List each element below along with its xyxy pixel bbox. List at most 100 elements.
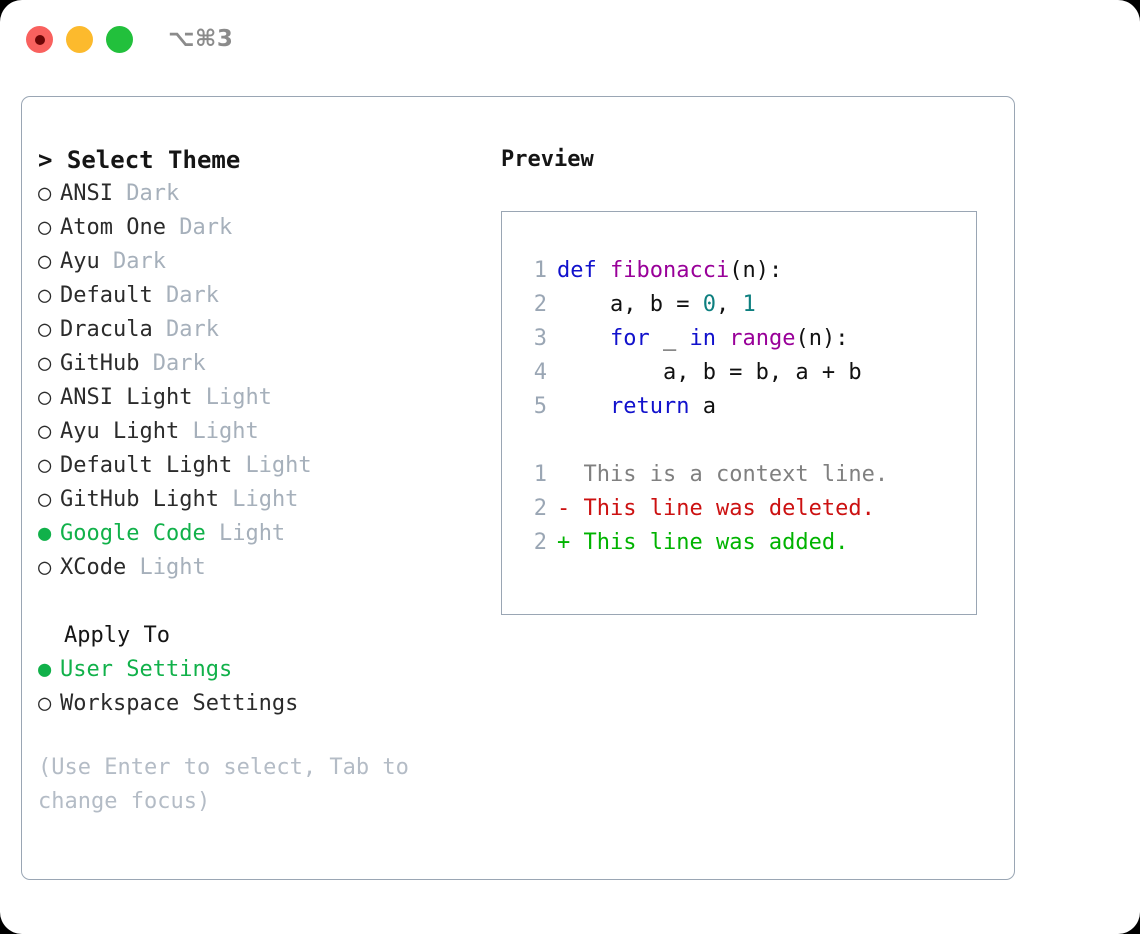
theme-option[interactable]: ○ XCode Light bbox=[38, 551, 478, 585]
theme-picker-column: > Select Theme ○ANSI Dark○Atom One Dark○… bbox=[38, 143, 478, 819]
code-token: range bbox=[729, 326, 796, 351]
code-token: _ bbox=[649, 326, 690, 351]
apply-to-option[interactable]: ●User Settings bbox=[38, 653, 478, 687]
code-token: a, b = bbox=[557, 292, 703, 317]
theme-option[interactable]: ○Default Light Light bbox=[38, 449, 478, 483]
theme-option-name: Atom One bbox=[60, 215, 166, 240]
theme-option-name: Ayu Light bbox=[60, 419, 180, 444]
theme-option-name: XCode bbox=[60, 555, 127, 580]
theme-option-kind: Light bbox=[139, 555, 206, 580]
main-panel: > Select Theme ○ANSI Dark○Atom One Dark○… bbox=[21, 96, 1015, 880]
theme-option-kind: Light bbox=[192, 419, 259, 444]
theme-option[interactable]: ○Atom One Dark bbox=[38, 211, 478, 245]
radio-selected-icon: ● bbox=[38, 521, 52, 546]
diff-marker: + bbox=[557, 530, 584, 555]
keyboard-shortcut-label: ⌥⌘3 bbox=[168, 26, 234, 52]
code-token: (n): bbox=[729, 258, 783, 283]
apply-to-header: Apply To bbox=[64, 623, 170, 648]
select-theme-header: > Select Theme bbox=[38, 146, 241, 174]
theme-option-name: Default Light bbox=[60, 453, 233, 478]
diff-text: This is a context line. bbox=[583, 462, 889, 487]
code-token: 1 bbox=[742, 292, 756, 317]
line-number: 1 bbox=[533, 462, 547, 487]
spacer bbox=[166, 215, 179, 240]
spacer bbox=[179, 419, 192, 444]
spacer bbox=[126, 555, 139, 580]
code-line: 5 return a bbox=[521, 390, 888, 424]
apply-to-option[interactable]: ○ Workspace Settings bbox=[38, 687, 478, 721]
diff-marker: - bbox=[557, 496, 584, 521]
spacer bbox=[153, 317, 166, 342]
theme-option-kind: Light bbox=[205, 385, 272, 410]
theme-option-name: ANSI Light bbox=[60, 385, 193, 410]
radio-unselected-icon: ○ bbox=[38, 215, 52, 240]
theme-option-name: GitHub bbox=[60, 351, 140, 376]
theme-list: ○ANSI Dark○Atom One Dark○Ayu Dark○Defaul… bbox=[38, 177, 478, 585]
spacer bbox=[113, 181, 126, 206]
code-token: return bbox=[609, 394, 690, 419]
theme-option[interactable]: ○ Ayu Light Light bbox=[38, 415, 478, 449]
theme-option-kind: Dark bbox=[165, 317, 219, 342]
minimize-button[interactable] bbox=[66, 26, 93, 53]
theme-option-kind: Dark bbox=[152, 351, 206, 376]
code-token: (n): bbox=[795, 326, 849, 351]
close-button[interactable] bbox=[26, 26, 53, 53]
theme-option-name: GitHub Light bbox=[60, 487, 219, 512]
radio-unselected-icon: ○ bbox=[38, 419, 52, 444]
theme-option-kind: Dark bbox=[165, 283, 219, 308]
keyboard-hint-text: (Use Enter to select, Tab to change focu… bbox=[38, 755, 409, 814]
radio-unselected-icon: ○ bbox=[38, 249, 52, 274]
zoom-button[interactable] bbox=[106, 26, 133, 53]
radio-unselected-icon: ○ bbox=[38, 181, 52, 206]
theme-option-name: ANSI bbox=[60, 181, 113, 206]
code-token: , bbox=[715, 292, 743, 317]
theme-option-kind: Light bbox=[232, 487, 299, 512]
theme-option[interactable]: ○ GitHub Dark bbox=[38, 347, 478, 381]
code-token: def bbox=[557, 258, 610, 283]
theme-option[interactable]: ●Google Code Light bbox=[38, 517, 478, 551]
theme-option[interactable]: ○Ayu Dark bbox=[38, 245, 478, 279]
code-token: in bbox=[689, 326, 716, 351]
radio-unselected-icon: ○ bbox=[38, 317, 52, 342]
radio-unselected-icon: ○ bbox=[38, 691, 52, 716]
theme-option[interactable]: ○GitHub Light Light bbox=[38, 483, 478, 517]
spacer bbox=[206, 521, 219, 546]
theme-option[interactable]: ○Dracula Dark bbox=[38, 313, 478, 347]
diff-line: 2+ This line was added. bbox=[521, 526, 888, 560]
diff-text: This line was deleted. bbox=[583, 496, 875, 521]
code-token: 0 bbox=[702, 292, 716, 317]
radio-unselected-icon: ○ bbox=[38, 555, 52, 580]
preview-title: Preview bbox=[501, 147, 594, 172]
diff-line: 1 This is a context line. bbox=[521, 458, 888, 492]
spacer bbox=[139, 351, 152, 376]
title-bar: ⌥⌘3 bbox=[0, 0, 1140, 78]
diff-text: This line was added. bbox=[583, 530, 849, 555]
apply-to-option-label: Workspace Settings bbox=[60, 691, 299, 716]
code-token: a bbox=[689, 394, 716, 419]
theme-option[interactable]: ○ ANSI Dark bbox=[38, 177, 478, 211]
line-number: 2 bbox=[533, 496, 547, 521]
apply-to-options: ●User Settings ○ Workspace Settings bbox=[38, 653, 478, 721]
diff-marker bbox=[557, 462, 584, 487]
theme-option-kind: Light bbox=[218, 521, 286, 546]
spacer bbox=[219, 487, 232, 512]
theme-option[interactable]: ○ANSI Light Light bbox=[38, 381, 478, 415]
theme-option[interactable]: ○Default Dark bbox=[38, 279, 478, 313]
theme-option-kind: Dark bbox=[113, 249, 166, 274]
code-token bbox=[716, 326, 729, 351]
spacer bbox=[192, 385, 205, 410]
radio-unselected-icon: ○ bbox=[38, 351, 52, 376]
code-token bbox=[557, 326, 610, 351]
theme-option-kind: Dark bbox=[126, 181, 180, 206]
code-token: a, b = b, a + b bbox=[557, 360, 862, 385]
line-number: 2 bbox=[533, 292, 547, 317]
diff-line: 2- This line was deleted. bbox=[521, 492, 888, 526]
spacer bbox=[232, 453, 245, 478]
line-number: 3 bbox=[533, 326, 547, 351]
radio-selected-icon: ● bbox=[38, 657, 52, 682]
spacer bbox=[100, 249, 113, 274]
